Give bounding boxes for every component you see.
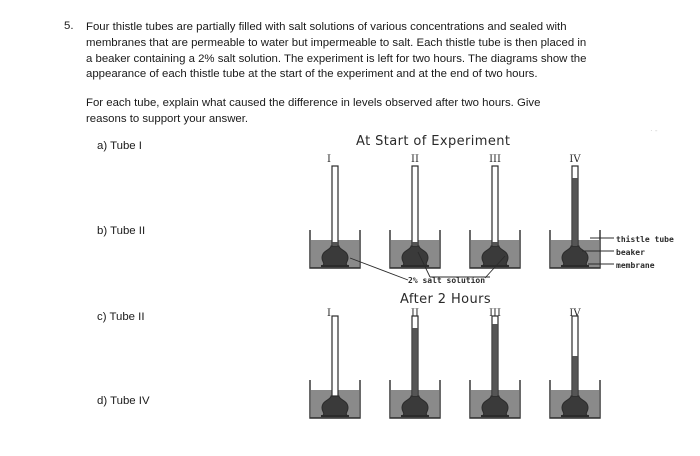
instruction-line: For each tube, explain what caused the d…	[86, 97, 541, 109]
scan-mark: · -	[650, 126, 658, 135]
beaker	[309, 380, 361, 419]
stem-liquid	[492, 324, 498, 396]
tube-label: IV	[569, 154, 581, 165]
beaker	[549, 230, 601, 269]
start-heading: At Start of Experiment	[356, 134, 511, 149]
question-line: membranes that are permeable to water bu…	[86, 36, 587, 49]
beaker	[389, 230, 441, 269]
legend-membrane: membrane	[616, 261, 655, 270]
subquestion-d: d) Tube IV	[97, 395, 150, 407]
stem-liquid	[332, 242, 338, 246]
beaker	[549, 380, 601, 419]
stem-liquid	[412, 328, 418, 396]
thistle-stem	[411, 165, 419, 247]
thistle-stem	[331, 315, 339, 397]
tube-label: I	[327, 154, 331, 165]
stem-liquid	[492, 242, 498, 246]
instruction-text: For each tube, explain what caused the d…	[86, 96, 606, 128]
tube-label: IV	[569, 308, 581, 319]
question-text: Four thistle tubes are partially filled …	[86, 20, 646, 83]
stem-liquid	[412, 242, 418, 246]
stem-liquid	[572, 356, 578, 396]
callout-line	[484, 255, 506, 279]
subquestion-c: c) Tube II	[97, 311, 145, 323]
subquestion-b: b) Tube II	[97, 225, 146, 237]
question-line: Four thistle tubes are partially filled …	[86, 21, 567, 33]
beaker	[389, 380, 441, 419]
question-number: 5.	[64, 20, 74, 32]
solution-label: 2% salt solution	[408, 275, 485, 285]
beaker	[309, 230, 361, 269]
stem-liquid	[572, 178, 578, 246]
callout-line	[417, 251, 431, 278]
tube-label: II	[411, 308, 419, 319]
legend-thistle-tube: thistle tube	[616, 234, 674, 244]
tube-label: I	[327, 308, 331, 319]
question-line: appearance of each thistle tube at the s…	[86, 68, 538, 81]
callout-line	[349, 257, 409, 281]
tube-label: II	[411, 154, 419, 165]
question-line: a beaker containing a 2% salt solution. …	[86, 52, 587, 65]
thistle-stem	[331, 165, 339, 247]
beaker	[469, 230, 521, 269]
end-heading: After 2 Hours	[400, 292, 492, 307]
tube-label: III	[489, 154, 501, 165]
beaker	[469, 380, 521, 419]
thistle-stem	[491, 165, 499, 247]
subquestion-a: a) Tube I	[97, 140, 142, 152]
instruction-line: reasons to support your answer.	[86, 112, 249, 125]
tube-label: III	[489, 308, 501, 319]
legend-beaker: beaker	[616, 248, 645, 257]
